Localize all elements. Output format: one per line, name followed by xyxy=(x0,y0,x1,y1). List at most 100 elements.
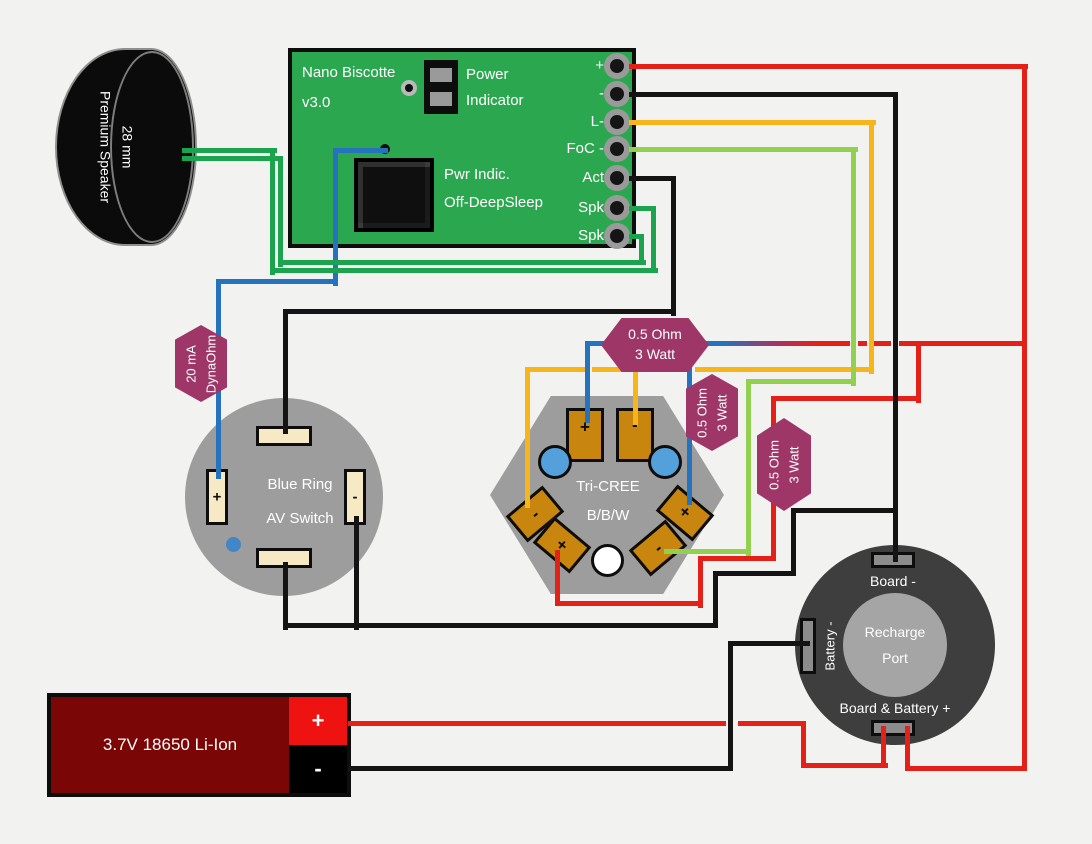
wire-orange-board-h xyxy=(629,120,876,125)
wire-red-battery-positive-v xyxy=(801,721,806,768)
board-name: Nano Biscotte xyxy=(302,64,396,81)
wire-black-av-common-h xyxy=(283,623,718,628)
wire-orange-rail-h3 xyxy=(695,367,874,372)
pin-negative xyxy=(604,81,630,107)
av-switch-label-line2: AV Switch xyxy=(266,510,334,527)
board-version: v3.0 xyxy=(302,94,331,111)
recharge-port-label-line1: Recharge xyxy=(864,624,926,640)
wire-red-led-rail-join-v xyxy=(916,341,921,403)
resistor-3: 0.5 Ohm 3 Watt xyxy=(757,418,811,511)
dynaohm-resistor-label-line2: DynaOhm xyxy=(203,334,218,393)
pin-label-act: Act xyxy=(582,169,604,186)
wire-orange-right-v xyxy=(869,120,874,374)
tri-cree-white-die xyxy=(591,544,624,577)
wire-black-negative-rail-v xyxy=(893,92,898,562)
pin-label-foc-minus: FoC - xyxy=(566,140,605,157)
wire-blue-board-v xyxy=(333,148,338,286)
tactile-switch xyxy=(354,158,434,232)
wire-speaker-outer-h1 xyxy=(182,148,277,153)
wire-black-av-common-v xyxy=(713,571,718,628)
wire-focus-green-mid-h xyxy=(746,379,856,384)
pin-act xyxy=(604,165,630,191)
battery: 3.7V 18650 Li-Ion + - xyxy=(47,693,351,797)
power-indicator-window-bottom xyxy=(430,92,452,106)
pin-label-negative: - xyxy=(599,85,604,102)
resistor-3-label-line1: 0.5 Ohm xyxy=(766,439,782,490)
resistor-1-label-line1: 0.5 Ohm xyxy=(628,326,682,343)
pin-spk-2 xyxy=(604,223,630,249)
battery-label: 3.7V 18650 Li-Ion xyxy=(102,735,238,754)
wire-black-act-v2 xyxy=(283,309,288,434)
power-indicator-window-top xyxy=(430,68,452,82)
wire-black-av-bottom-v xyxy=(283,562,288,630)
av-switch-led-dot xyxy=(226,537,241,552)
wire-focus-green-right-v xyxy=(851,147,856,386)
wire-red-battery-positive-h2 xyxy=(738,721,806,726)
wire-red-right-rail-v xyxy=(1022,64,1027,771)
recharge-port-inner xyxy=(843,593,947,697)
recharge-port-board-negative-label: Board - xyxy=(870,573,916,589)
tri-cree-top-right-symbol: - xyxy=(632,415,638,435)
power-indicator-component xyxy=(424,60,458,114)
dynaohm-resistor-label-line1: 20 mA xyxy=(183,344,199,383)
wire-speaker-outer-v1 xyxy=(270,148,275,275)
pin-label-positive: + xyxy=(595,57,604,74)
av-switch-minus-symbol: - xyxy=(352,488,358,506)
wire-speaker-inner-v2 xyxy=(639,234,644,265)
wire-red-board-positive-h xyxy=(629,64,1028,69)
wire-red-port-tab-left-v xyxy=(881,726,886,768)
power-indicator-label-line1: Power xyxy=(466,66,509,83)
dynaohm-resistor-label: 20 mA DynaOhm xyxy=(182,334,221,393)
resistor-2: 0.5 Ohm 3 Watt xyxy=(686,374,738,451)
wire-red-rail-dash-2 xyxy=(874,341,891,346)
recharge-port-label-line2: Port xyxy=(882,650,908,666)
speaker-label-line1: 28 mm xyxy=(119,125,136,169)
resistor-1-label-line2: 3 Watt xyxy=(635,346,675,362)
tri-cree-blue-die-left xyxy=(538,445,572,479)
pin-negative-hole xyxy=(610,87,624,101)
wire-black-act-h2 xyxy=(283,309,676,314)
wire-red-port-tab-right-v xyxy=(905,726,910,771)
wire-speaker-inner-h2 xyxy=(278,260,646,265)
wire-speaker-inner-pin-h xyxy=(629,234,644,239)
wire-black-av-to-port-h2 xyxy=(791,508,898,513)
wire-speaker-outer-pin-h xyxy=(629,206,656,211)
wire-orange-rail-h1 xyxy=(525,367,585,372)
pin-foc-minus xyxy=(604,136,630,162)
wire-red-rail-dash-1 xyxy=(858,341,867,346)
wire-orange-led-left-v xyxy=(525,367,530,508)
wire-blue-to-av-h xyxy=(216,279,338,284)
tri-cree-label-line1: Tri-CREE xyxy=(576,478,640,495)
pin-spk-1 xyxy=(604,195,630,221)
wire-speaker-inner-h1 xyxy=(182,156,283,161)
wire-red-port-bottom-h xyxy=(905,766,1027,771)
wire-red-led-positive-h2 xyxy=(555,601,703,606)
wire-red-battery-to-tab-h xyxy=(801,763,888,768)
resistor-2-label: 0.5 Ohm 3 Watt xyxy=(693,388,732,438)
wire-black-battery-negative-h xyxy=(348,766,733,771)
power-indicator-led-center xyxy=(405,84,413,92)
battery-label-area: 3.7V 18650 Li-Ion xyxy=(51,697,289,793)
wire-speaker-inner-v1 xyxy=(278,156,283,267)
wire-focus-green-board-h xyxy=(629,147,858,152)
switch-label-line2: Off-DeepSleep xyxy=(444,194,543,211)
speaker-face-ellipse xyxy=(110,51,194,243)
wire-black-board-negative-h xyxy=(629,92,898,97)
wire-red-led-positive-v2 xyxy=(555,550,560,606)
resistor-2-label-line1: 0.5 Ohm xyxy=(694,387,710,438)
resistor-2-label-line2: 3 Watt xyxy=(714,393,729,432)
power-indicator-label-line2: Indicator xyxy=(466,92,524,109)
wire-blue-to-red-gradient-h xyxy=(702,341,850,346)
wire-red-led-positive-v1 xyxy=(698,556,703,608)
wire-red-battery-positive-h1 xyxy=(348,721,726,726)
wire-orange-led-top-right-v xyxy=(633,367,638,427)
speaker-label-line2: Premium Speaker xyxy=(97,90,113,204)
recharge-port-board-battery-positive-label: Board & Battery + xyxy=(839,700,951,716)
tri-cree-label-line2: B/B/W xyxy=(586,507,630,524)
battery-negative-symbol: - xyxy=(314,756,322,781)
wire-focus-green-mid-v xyxy=(746,379,751,556)
wire-black-battery-negative-v xyxy=(728,641,733,771)
recharge-port-battery-negative-tab xyxy=(800,618,816,674)
tri-cree-top-left-symbol: + xyxy=(580,417,590,437)
